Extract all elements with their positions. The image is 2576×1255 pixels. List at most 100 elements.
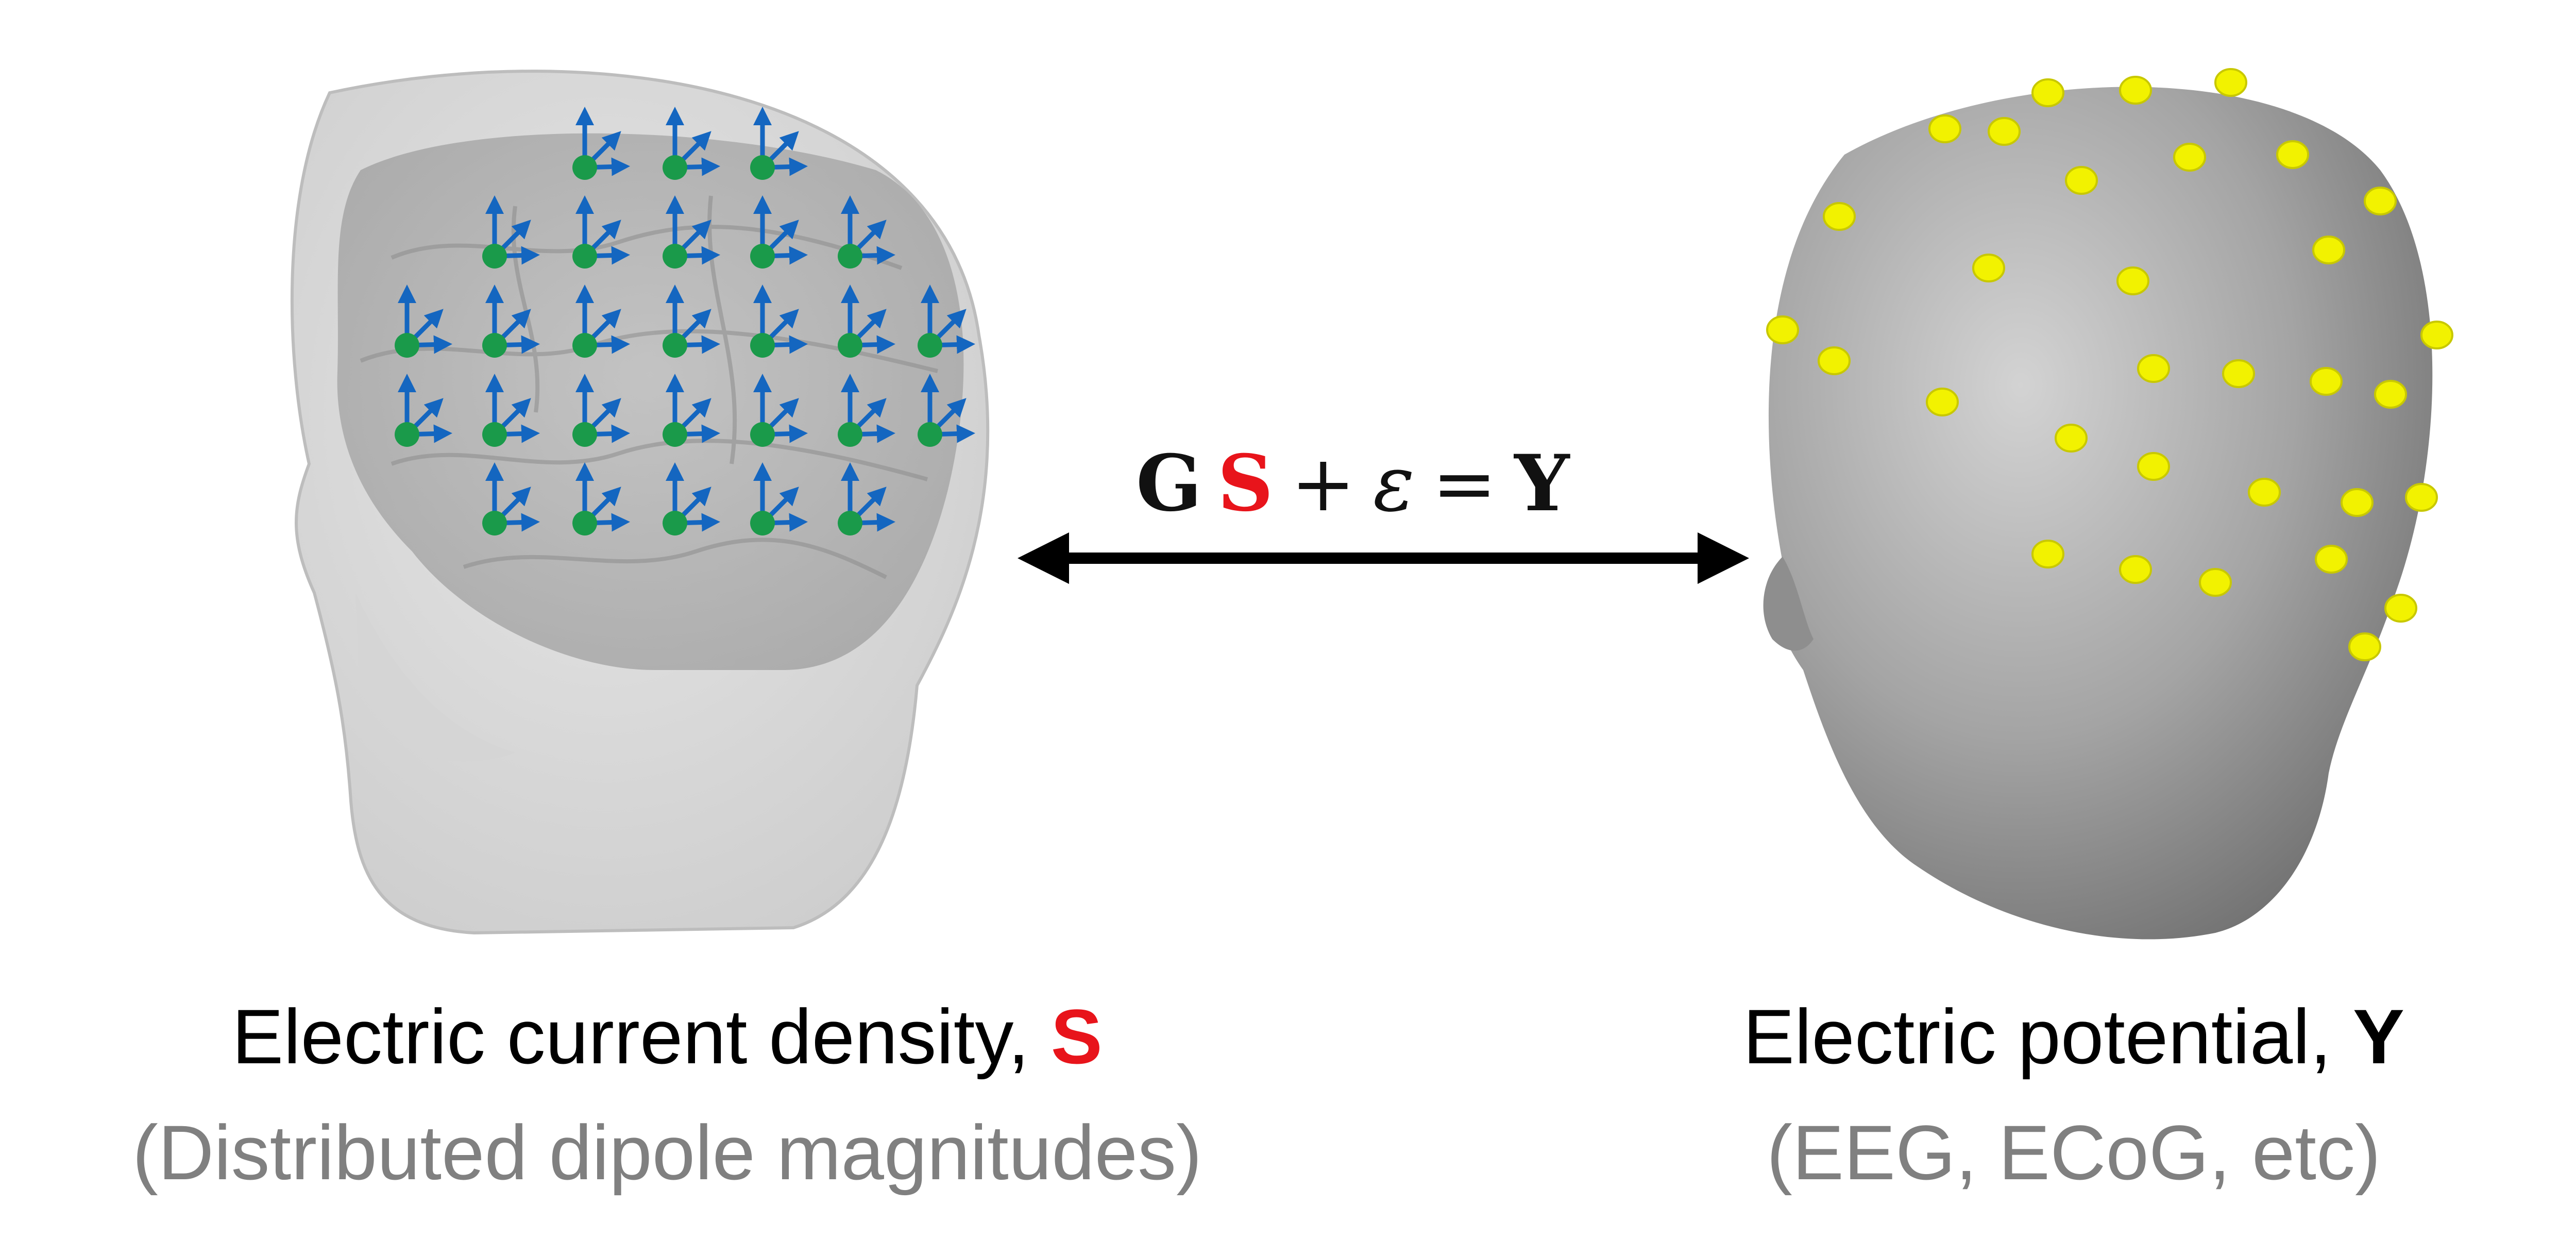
electrode-dot xyxy=(2116,266,2149,295)
dipole-source xyxy=(750,195,808,269)
dipole-location-dot xyxy=(663,511,687,536)
electrode-dot xyxy=(2055,424,2088,453)
dipole-source xyxy=(838,285,895,358)
dipole-source xyxy=(750,107,808,180)
electrode-dot xyxy=(2065,166,2098,195)
electrode-dot xyxy=(2348,632,2381,661)
dipole-location-dot xyxy=(663,333,687,358)
left-head-illustration xyxy=(290,70,990,935)
dipole-source xyxy=(482,462,540,536)
electrode-dot xyxy=(2310,367,2343,396)
dipole-location-dot xyxy=(663,244,687,269)
electrode-dot xyxy=(2031,540,2064,568)
dipole-source xyxy=(918,374,975,447)
electrode-dot xyxy=(2384,594,2417,623)
left-caption-subtitle: (Distributed dipole magnitudes) xyxy=(132,1109,1202,1196)
electrode-dot xyxy=(1926,388,1959,416)
electrode-dot xyxy=(2119,76,2152,105)
dipole-location-dot xyxy=(482,333,507,358)
dipole-source xyxy=(482,374,540,447)
dipole-location-dot xyxy=(750,422,775,447)
electrode-dot xyxy=(1823,202,1856,231)
dipole-source xyxy=(395,285,452,358)
dipole-source xyxy=(663,374,720,447)
electrode-dot xyxy=(2312,236,2345,264)
dipole-source xyxy=(482,285,540,358)
eq-symbol-S: S xyxy=(1217,438,1274,529)
electrode-dot xyxy=(2405,483,2438,512)
electrode-dot xyxy=(2222,359,2255,388)
dipole-location-dot xyxy=(395,333,419,358)
dipole-location-dot xyxy=(750,155,775,180)
dipole-location-dot xyxy=(838,511,862,536)
electrode-dot xyxy=(2315,545,2348,574)
dipole-source xyxy=(572,374,630,447)
electrode-dot xyxy=(1988,117,2021,146)
dipole-source xyxy=(572,285,630,358)
dipole-location-dot xyxy=(572,155,597,180)
dipole-location-dot xyxy=(395,422,419,447)
left-caption-symbol: S xyxy=(1050,993,1103,1080)
electrode-dot xyxy=(2420,321,2453,349)
dipole-source xyxy=(663,195,720,269)
dipole-source xyxy=(750,285,808,358)
dipole-source xyxy=(750,374,808,447)
dipole-source xyxy=(838,374,895,447)
dipole-source xyxy=(663,107,720,180)
dipole-source xyxy=(395,374,452,447)
right-head-shape xyxy=(1768,87,2433,940)
right-head-illustration xyxy=(1763,68,2453,940)
electrode-dot xyxy=(1818,346,1851,375)
electrode-dot xyxy=(2248,478,2281,507)
double-headed-arrow-icon xyxy=(1018,532,1749,584)
dipole-location-dot xyxy=(838,333,862,358)
dipole-location-dot xyxy=(918,333,942,358)
dipole-location-dot xyxy=(663,155,687,180)
eq-epsilon: ε xyxy=(1373,439,1415,529)
electrode-dot xyxy=(2341,488,2374,517)
right-caption-text: Electric potential, xyxy=(1743,993,2332,1080)
dipole-source xyxy=(663,285,720,358)
dipole-location-dot xyxy=(572,511,597,536)
dipole-location-dot xyxy=(750,511,775,536)
dipole-location-dot xyxy=(838,422,862,447)
dipole-location-dot xyxy=(918,422,942,447)
electrode-dot xyxy=(1928,114,1961,143)
electrode-dot xyxy=(2214,68,2247,97)
eq-equals: = xyxy=(1432,439,1497,529)
electrode-dot xyxy=(2364,187,2397,215)
electrode-dot xyxy=(2199,568,2232,597)
eq-symbol-Y: Y xyxy=(1514,438,1570,529)
dipole-location-dot xyxy=(572,333,597,358)
electrode-dot xyxy=(2276,140,2309,169)
dipole-location-dot xyxy=(663,422,687,447)
electrode-dot xyxy=(2137,452,2170,481)
right-caption-title: Electric potential, Y xyxy=(1623,992,2524,1081)
dipole-location-dot xyxy=(572,422,597,447)
electrode-dot xyxy=(2374,380,2407,409)
dipole-location-dot xyxy=(750,333,775,358)
eq-plus: + xyxy=(1291,439,1356,529)
electrode-dot xyxy=(2031,78,2064,107)
dipole-source xyxy=(482,195,540,269)
electrode-set xyxy=(1766,68,2453,661)
dipole-location-dot xyxy=(482,422,507,447)
dipole-location-dot xyxy=(482,511,507,536)
dipole-source xyxy=(572,107,630,180)
right-caption-symbol: Y xyxy=(2352,993,2404,1080)
eq-symbol-G: G xyxy=(1136,438,1202,529)
electrode-dot xyxy=(1972,254,2005,282)
dipole-source xyxy=(750,462,808,536)
left-caption-text: Electric current density, xyxy=(232,993,1029,1080)
dipole-source xyxy=(572,195,630,269)
left-head-jaw-shading xyxy=(355,593,515,762)
dipole-source xyxy=(663,462,720,536)
dipole-source xyxy=(918,285,975,358)
dipole-grid xyxy=(395,107,975,536)
dipole-source xyxy=(838,195,895,269)
right-caption-subtitle: (EEG, ECoG, etc) xyxy=(1767,1109,2381,1196)
dipole-location-dot xyxy=(750,244,775,269)
